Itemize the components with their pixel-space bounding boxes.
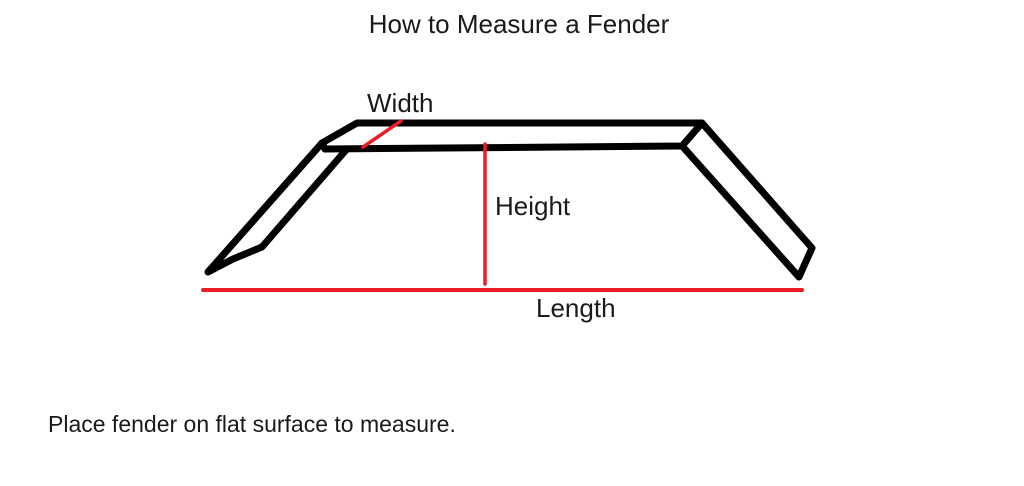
- length-label: Length: [536, 293, 616, 323]
- fender-left-leg: [204, 139, 350, 276]
- fender-outline: [204, 119, 816, 281]
- page-title: How to Measure a Fender: [368, 9, 670, 39]
- height-label: Height: [495, 191, 571, 221]
- fender-right-leg: [679, 119, 816, 281]
- width-label: Width: [367, 88, 434, 118]
- width-measure-line: [361, 119, 403, 149]
- caption: Place fender on flat surface to measure.: [48, 411, 456, 437]
- fender-top-face: [318, 119, 706, 153]
- measurement-lines: [201, 119, 804, 292]
